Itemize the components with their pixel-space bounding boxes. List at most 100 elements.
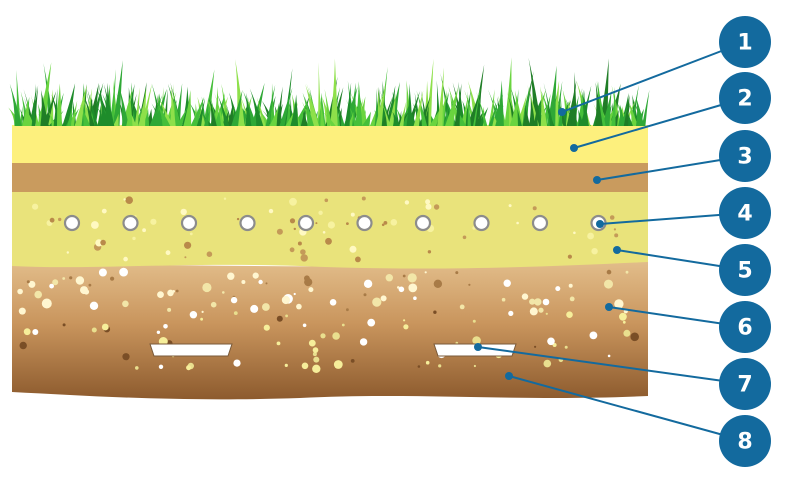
soil-particle <box>241 280 246 284</box>
grass-blade <box>74 84 87 126</box>
soil-particle <box>142 228 147 233</box>
callout-label-3: 3 <box>737 145 752 170</box>
soil-particle <box>425 199 431 205</box>
callout-label-6: 6 <box>737 316 752 341</box>
grass-blade <box>425 58 434 127</box>
soil-particle <box>236 217 240 221</box>
soil-particle <box>404 200 410 205</box>
soil-particle <box>398 286 405 293</box>
grass-blade <box>47 109 57 126</box>
soil-particle <box>350 359 355 363</box>
grass-blade <box>279 87 293 126</box>
soil-particle <box>501 297 506 302</box>
grass-blades <box>8 57 650 127</box>
grass-blade <box>40 89 49 126</box>
leader-dot-7 <box>474 343 482 351</box>
grass-blade <box>97 104 103 126</box>
grass-blade <box>509 95 518 126</box>
callout-badge-2: 2 <box>719 72 771 124</box>
grass-blade <box>466 94 480 126</box>
grass-blade <box>611 85 621 126</box>
callout-badge-6: 6 <box>719 301 771 353</box>
drain-pipe <box>297 214 315 232</box>
grass-blade <box>330 58 338 126</box>
drain-slab-right <box>433 343 517 357</box>
grass-blade <box>601 90 612 126</box>
callout-label-7: 7 <box>737 373 752 398</box>
soil-particle <box>573 231 576 235</box>
grass-blade <box>149 95 162 126</box>
grass-blade <box>507 91 514 126</box>
grass-blade <box>169 85 176 126</box>
grass-blade <box>134 87 140 126</box>
callout-label-8: 8 <box>737 430 752 455</box>
grass-blade <box>176 107 188 126</box>
soil-particle <box>230 296 238 304</box>
grass-blade <box>302 92 314 126</box>
soil-particle <box>403 319 406 322</box>
soil-particle <box>503 279 511 287</box>
soil-particle <box>200 317 204 321</box>
callout-badges: 1 2 3 4 5 6 7 8 <box>719 16 771 467</box>
grass-blade <box>126 97 133 126</box>
soil-particle <box>23 328 31 336</box>
soil-particle <box>472 336 481 345</box>
soil-particle <box>468 283 471 286</box>
soil-particle <box>606 269 612 275</box>
soil-particles <box>17 196 639 373</box>
leader-line-8 <box>508 375 746 442</box>
leader-dot-6 <box>605 303 613 311</box>
layer-drainage <box>12 192 648 269</box>
grass-blade <box>275 86 283 126</box>
soil-particle <box>363 293 367 297</box>
callout-badge-4: 4 <box>719 187 771 239</box>
soil-particle <box>372 297 382 307</box>
soil-particle <box>32 329 39 335</box>
soil-particle <box>89 301 99 310</box>
soil-particle <box>312 364 321 373</box>
soil-particle <box>408 283 418 293</box>
grass-blade <box>628 99 638 126</box>
drain-pipes <box>63 214 607 232</box>
grass-blade <box>611 86 616 126</box>
soil-particle <box>49 217 55 223</box>
soil-particle <box>355 256 361 263</box>
grass-blade <box>190 96 205 126</box>
grass-blade <box>622 95 630 126</box>
soil-particle <box>34 290 42 299</box>
grass-blade <box>413 90 424 126</box>
grass-blade <box>324 89 332 126</box>
soil-particle <box>433 204 440 210</box>
grass-blade <box>226 102 233 126</box>
soil-particle <box>346 308 349 312</box>
soil-particle <box>587 232 594 240</box>
soil-particle <box>26 280 30 284</box>
grass-blade <box>347 111 354 126</box>
grass-blade <box>599 58 609 126</box>
soil-particle <box>623 329 631 337</box>
soil-particle <box>542 298 550 306</box>
soil-particle <box>184 256 187 259</box>
soil-particle <box>233 311 238 315</box>
soil-particle <box>189 311 198 319</box>
grass-blade <box>69 100 78 126</box>
grass-blade <box>429 106 442 126</box>
soil-particle <box>262 303 270 311</box>
grass-blade <box>406 83 413 126</box>
soil-particle <box>304 278 313 287</box>
grass-blade <box>174 83 183 126</box>
soil-particle <box>91 221 99 229</box>
soil-particle <box>363 279 373 288</box>
soil-particle <box>619 312 627 321</box>
soil-particle <box>361 196 366 201</box>
soil-particle <box>417 365 421 368</box>
soil-particle <box>233 359 241 367</box>
soil-particle <box>49 283 54 289</box>
grass-blade <box>463 89 471 126</box>
grass-blade <box>245 93 252 126</box>
grass-blade <box>18 105 23 126</box>
soil-particle <box>210 301 217 308</box>
grass-blade <box>454 83 462 126</box>
soil-particle <box>265 282 268 285</box>
grass-blade <box>496 80 504 126</box>
